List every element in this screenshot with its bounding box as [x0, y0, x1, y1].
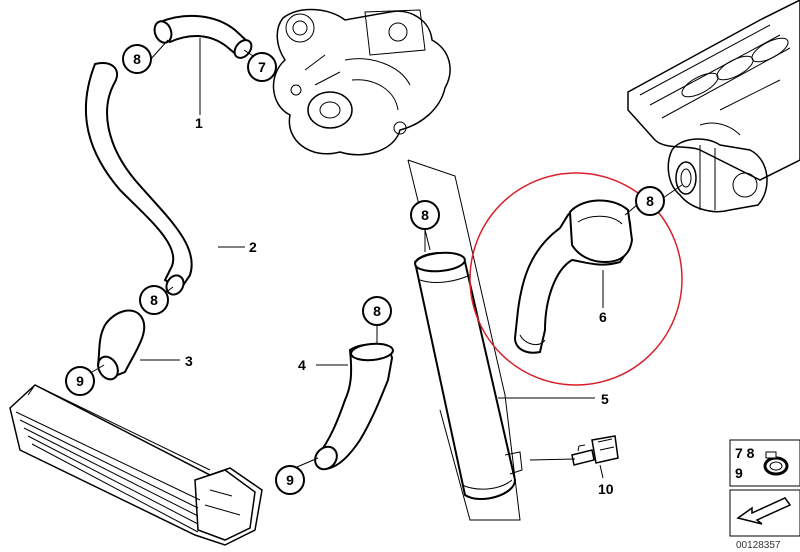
document-id: 00128357 [736, 540, 781, 551]
callout-8-hose4: 8 [362, 296, 392, 326]
hose-4 [314, 342, 394, 471]
callout-label: 9 [286, 472, 294, 488]
callout-label: 9 [76, 373, 84, 389]
callout-8-pipe5: 8 [410, 200, 440, 230]
hose-6 [513, 199, 634, 354]
callout-label: 8 [421, 207, 429, 223]
legend-bottom-row: 9 [735, 465, 743, 481]
throttle-body [667, 138, 768, 213]
turbocharger [272, 8, 451, 156]
callout-label: 8 [150, 292, 158, 308]
legend-top-row: 7 8 [735, 445, 755, 461]
callout-8-hose2: 8 [139, 285, 169, 315]
part-number-3: 3 [185, 353, 193, 369]
callout-label: 8 [373, 303, 381, 319]
hose-3 [96, 309, 146, 381]
callout-9-hose3: 9 [65, 366, 95, 396]
callout-9-hose4: 9 [275, 465, 305, 495]
callout-7: 7 [247, 52, 277, 82]
callout-label: 8 [133, 51, 141, 67]
sensor-10 [571, 435, 619, 466]
callout-8-hose6: 8 [635, 186, 665, 216]
part-number-2: 2 [249, 239, 257, 255]
callout-8-top: 8 [122, 44, 152, 74]
highlight-circle [469, 172, 683, 386]
clamp-legend: 7 8 9 [729, 439, 800, 487]
callout-label: 7 [258, 59, 266, 75]
callout-label: 8 [646, 193, 654, 209]
part-number-4: 4 [298, 357, 306, 373]
clamp-icon [763, 451, 789, 476]
part-number-6: 6 [599, 309, 607, 325]
part-number-1: 1 [195, 115, 203, 131]
intercooler [9, 384, 263, 546]
arrow-icon [736, 497, 792, 525]
hose-1 [153, 14, 253, 59]
part-number-5: 5 [601, 391, 609, 407]
hose-2 [84, 62, 193, 296]
intake-manifold [627, 0, 800, 181]
direction-box [729, 489, 800, 537]
part-number-10: 10 [598, 481, 614, 497]
